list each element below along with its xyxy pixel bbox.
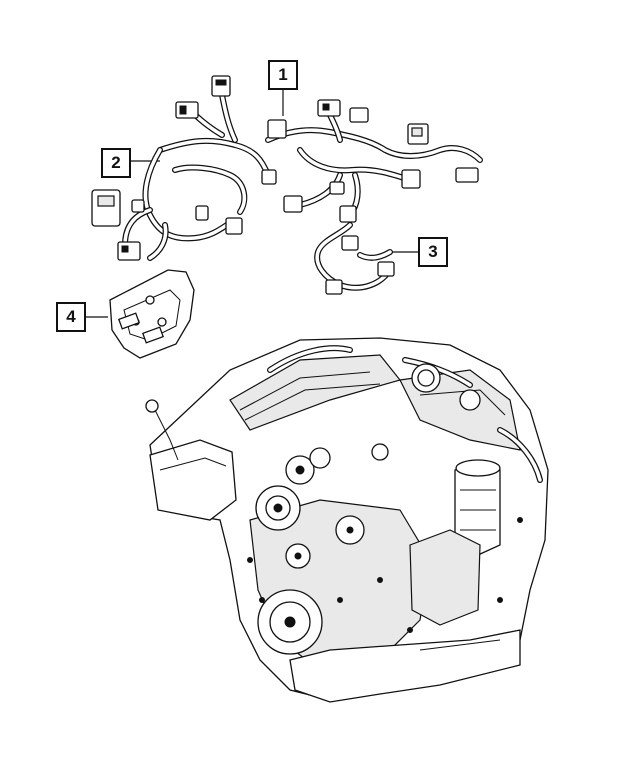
callout-3[interactable]: 3 [418,237,448,267]
callout-1-label: 1 [278,65,288,84]
main-wiring-harness [265,99,483,223]
engine-wiring-harness [91,75,277,261]
engine-assembly [145,337,549,703]
callout-4-label: 4 [66,307,76,326]
callout-2[interactable]: 2 [101,148,131,178]
callout-4[interactable]: 4 [56,302,86,332]
callout-1[interactable]: 1 [268,60,298,90]
callout-3-label: 3 [428,242,438,261]
callout-2-label: 2 [111,153,121,172]
mounting-bracket [109,269,195,359]
jumper-harness [314,222,395,295]
